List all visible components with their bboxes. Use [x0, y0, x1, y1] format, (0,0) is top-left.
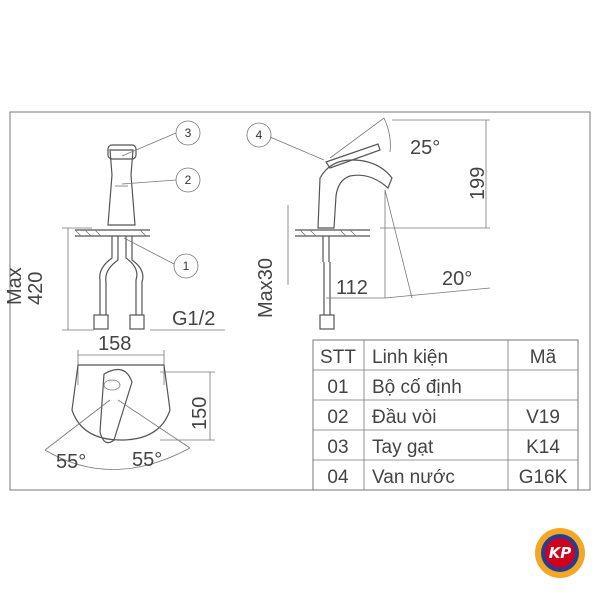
front-nut-left — [93, 314, 109, 330]
front-height-max-label: Max — [4, 267, 26, 305]
callout-2-circle — [175, 167, 201, 193]
top-view: 158 150 55° 55° — [44, 333, 215, 473]
top-lever — [99, 368, 133, 444]
side-view: Max30 199 25° 112 20° 4 — [246, 117, 491, 330]
side-faucet-body — [317, 159, 393, 229]
callout-2-label: 2 — [185, 173, 192, 187]
reach-value: 112 — [336, 277, 368, 299]
callout-1-circle — [173, 253, 199, 279]
table-row-4-stt: 04 — [327, 467, 349, 488]
front-height-value: 420 — [25, 272, 47, 305]
rotation-arc — [44, 447, 191, 470]
front-faucet-body — [107, 149, 136, 226]
thread-label: G1/2 — [172, 308, 215, 330]
table-row-2-part: Đầu vòi — [372, 407, 436, 428]
kp-logo: KP — [535, 528, 585, 578]
table-row-3-code: K14 — [526, 437, 560, 458]
side-nut — [319, 314, 335, 330]
deck-thickness-label: Max30 — [255, 258, 277, 318]
table-row-2-code: V19 — [526, 407, 560, 428]
callout-1-label: 1 — [183, 259, 190, 273]
top-width-value: 158 — [98, 333, 131, 355]
callout-4-label: 4 — [256, 128, 263, 142]
front-hose-left — [99, 236, 113, 315]
side-hose — [323, 262, 331, 315]
table-row-1-stt: 01 — [327, 377, 348, 398]
table-header-code: Mã — [530, 347, 557, 368]
callout-3-circle — [175, 120, 201, 146]
callout-3-label: 3 — [185, 126, 192, 140]
table-header-part: Linh kiện — [372, 347, 448, 368]
front-view: 420 Max G1/2 3 2 1 — [4, 120, 225, 331]
front-lever-top — [107, 144, 137, 160]
table-row-2-stt: 02 — [327, 407, 348, 428]
logo-text: KP — [549, 544, 572, 562]
table-row-3-stt: 03 — [327, 437, 348, 458]
logo-inner-circle — [545, 538, 575, 568]
lever-angle-value: 25° — [410, 137, 440, 159]
spout-angle-value: 20° — [442, 268, 472, 290]
top-base-plate — [71, 364, 171, 441]
table-header-stt: STT — [320, 347, 356, 368]
front-nut-right — [129, 314, 145, 330]
side-lever — [325, 143, 381, 169]
side-height-value: 199 — [467, 167, 489, 200]
drawing-frame — [9, 111, 591, 491]
callout-4-circle — [246, 122, 272, 148]
parts-table: STT Linh kiện Mã 01 Bộ cố định 02 Đầu vò… — [312, 339, 579, 491]
top-depth-value: 150 — [189, 397, 211, 430]
table-row-4-code: G16K — [519, 467, 568, 488]
table-row-4-part: Van nước — [372, 467, 455, 488]
angle-left-value: 55° — [56, 451, 86, 473]
table-row-3-part: Tay gạt — [372, 437, 434, 458]
table-row-1-part: Bộ cố định — [372, 377, 462, 398]
front-hose-right — [125, 236, 138, 315]
angle-right-value: 55° — [132, 449, 162, 471]
